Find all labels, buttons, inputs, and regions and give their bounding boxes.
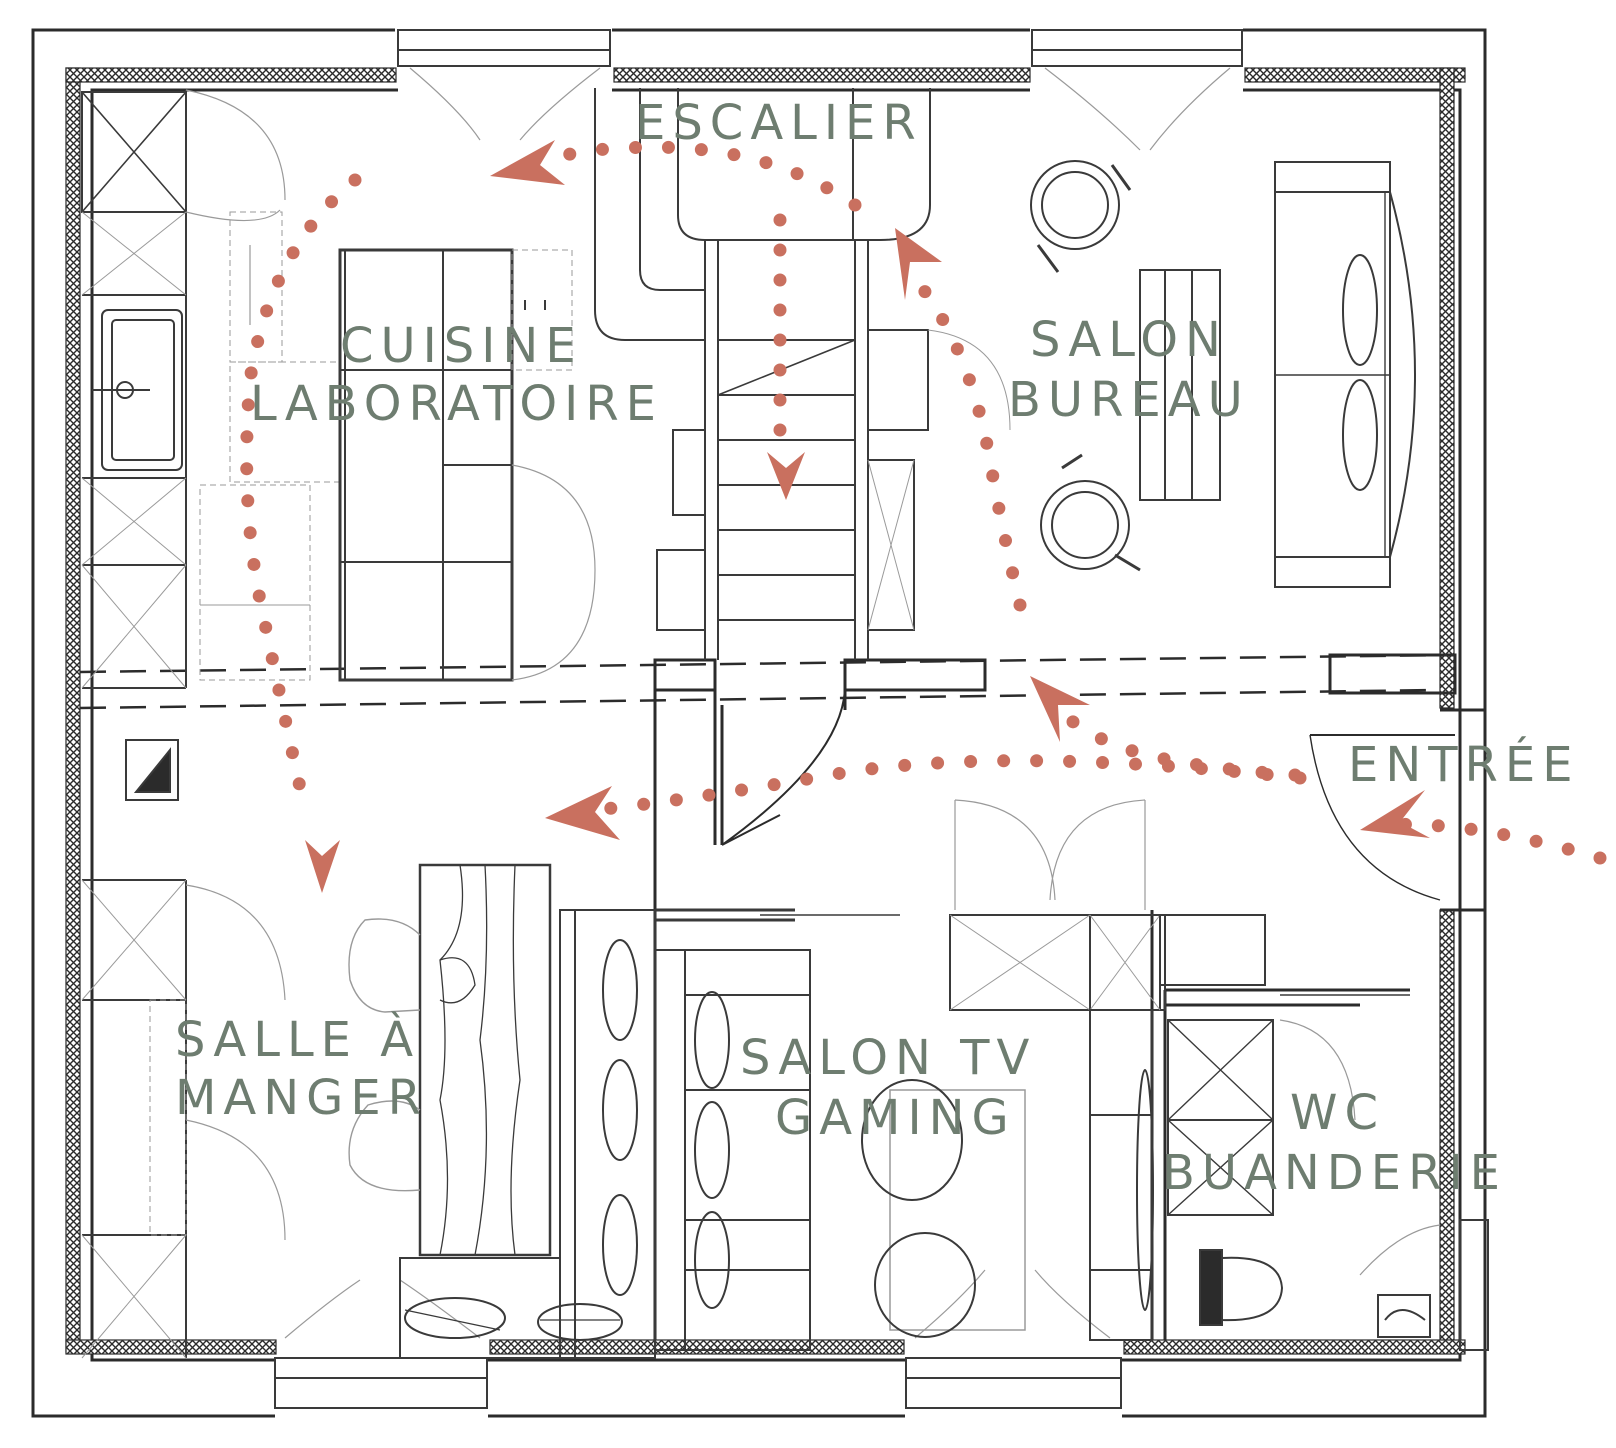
label-manger: MANGER: [175, 1070, 429, 1126]
label-entree: ENTRÉE: [1348, 737, 1580, 793]
window-swings: [284, 67, 1231, 1339]
path-arrowheads: [305, 140, 1430, 893]
circulation-paths: [240, 140, 1607, 865]
label-salon: SALON: [1030, 312, 1228, 368]
office-living-furniture: [1030, 160, 1416, 588]
label-bureau: BUREAU: [1008, 372, 1250, 428]
label-escalier: ESCALIER: [635, 95, 923, 151]
label-cuisine: CUISINE: [340, 318, 583, 374]
outer-walls: [31, 28, 1487, 1418]
tv-room-furniture: [654, 799, 1266, 1351]
dining-furniture: [81, 739, 656, 1359]
label-buanderie: BUANDERIE: [1162, 1145, 1507, 1201]
wc-laundry: [1167, 994, 1441, 1338]
label-wc: WC: [1290, 1085, 1385, 1141]
label-gaming: GAMING: [775, 1090, 1016, 1146]
insulation-hatching: [65, 67, 1466, 1355]
windows: [274, 29, 1489, 1409]
staircase: [594, 88, 1011, 660]
label-laboratoire: LABORATOIRE: [250, 376, 663, 432]
label-salon-tv: SALON TV: [740, 1030, 1037, 1086]
label-salle: SALLE À: [175, 1012, 421, 1068]
kitchen-cabinets: [81, 89, 596, 689]
doors: [720, 689, 1455, 901]
